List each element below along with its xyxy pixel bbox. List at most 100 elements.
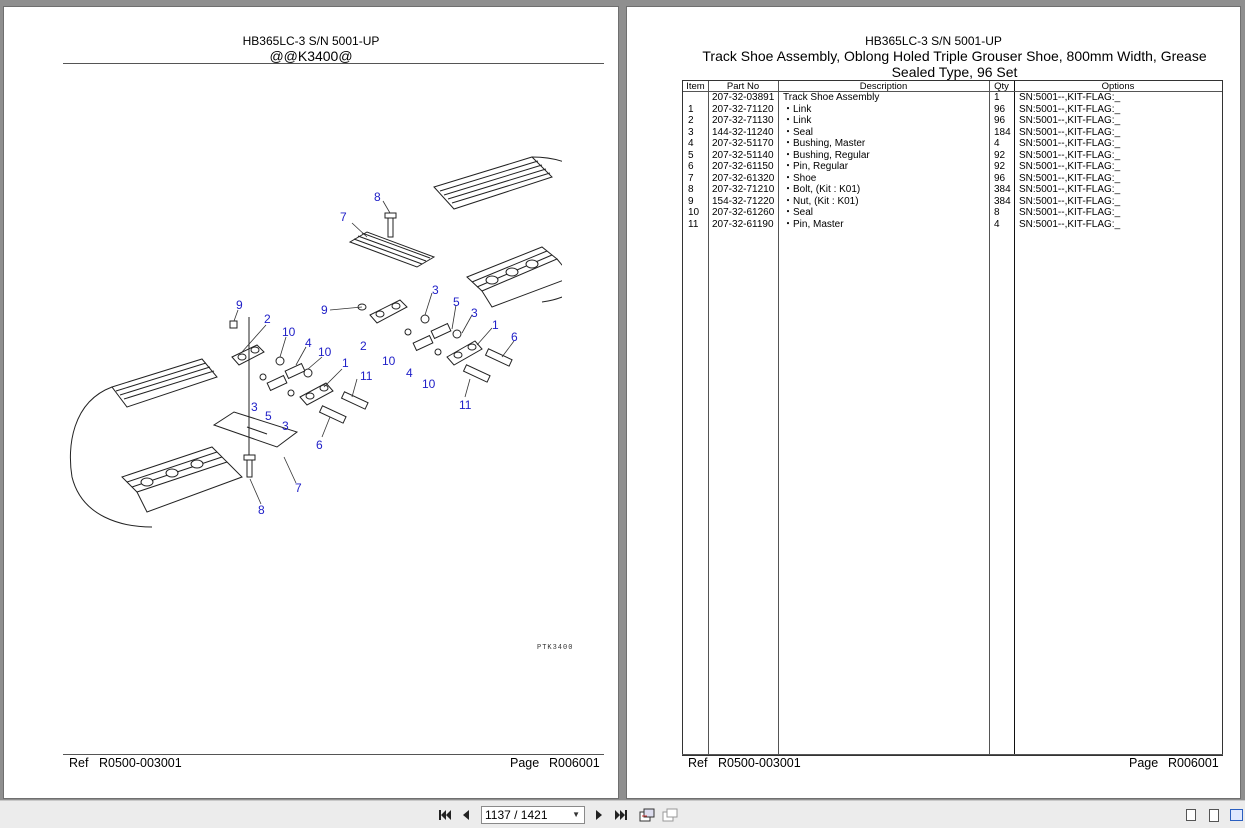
first-page-icon[interactable] <box>437 808 453 822</box>
ref-value: R0500-003001 <box>99 756 182 770</box>
copy-icon[interactable] <box>662 808 678 822</box>
cell-description: ・Bolt, (Kit : K01) <box>783 184 861 195</box>
callout-4-left[interactable]: 4 <box>305 336 312 350</box>
assembly-title-line2: Sealed Type, 96 Set <box>891 64 1018 80</box>
callout-11-right[interactable]: 11 <box>459 398 472 412</box>
cell-part-no: 207-32-51170 <box>712 138 774 149</box>
track-shoe-drawing <box>433 156 553 210</box>
page-number-select[interactable]: 1137 / 1421 ▼ <box>481 806 585 824</box>
callout-7-top[interactable]: 7 <box>340 210 347 224</box>
cell-description: ・Link <box>783 103 812 115</box>
callout-8-bottom[interactable]: 8 <box>258 503 265 517</box>
callout-5-center[interactable]: 5 <box>453 295 460 309</box>
cell-item: 6 <box>688 161 694 172</box>
cell-part-no: 207-32-61260 <box>712 207 775 218</box>
cell-options: SN:5001--,KIT-FLAG:_ <box>1019 126 1121 138</box>
two-page-view-icon[interactable] <box>1230 809 1243 821</box>
callout-3-center[interactable]: 3 <box>432 283 439 297</box>
cell-options: SN:5001--,KIT-FLAG:_ <box>1019 172 1121 184</box>
callout-6-bottom[interactable]: 6 <box>316 438 323 452</box>
cell-options: SN:5001--,KIT-FLAG:_ <box>1019 92 1121 103</box>
callout-1-right[interactable]: 1 <box>492 318 499 332</box>
export-icon[interactable] <box>639 808 655 822</box>
callout-3-bottom-b[interactable]: 3 <box>282 419 289 433</box>
cell-item: 9 <box>688 195 694 207</box>
cell-part-no: 144-32-11240 <box>712 126 774 138</box>
continuous-view-icon[interactable] <box>1209 809 1219 822</box>
callout-7-bottom[interactable]: 7 <box>295 481 302 495</box>
parts-table: Item Part No Description Qty Options 207… <box>682 80 1223 756</box>
chevron-down-icon: ▼ <box>572 810 580 819</box>
cell-options: SN:5001--,KIT-FLAG:_ <box>1019 103 1121 115</box>
table-row[interactable]: 3 144-32-11240 ・Seal 184 SN:5001--,KIT-FLAG:… <box>683 127 1222 139</box>
callout-10-center[interactable]: 10 <box>382 354 396 368</box>
callout-8-top[interactable]: 8 <box>374 190 381 204</box>
cell-description: ・Seal <box>783 126 814 138</box>
page-model-title: HB365LC-3 S/N 5001-UP <box>242 34 380 48</box>
cell-item: 3 <box>688 126 694 138</box>
exploded-parts-diagram: 8 7 9 2 9 10 4 10 1 3 5 3 1 6 2 10 4 10 … <box>69 156 562 528</box>
prev-page-icon[interactable] <box>458 808 474 822</box>
figure-reference-code: PTK3400 <box>537 644 574 652</box>
callout-2-left[interactable]: 2 <box>264 312 271 326</box>
callout-3-bottom[interactable]: 3 <box>251 400 258 414</box>
next-page-icon[interactable] <box>591 808 607 822</box>
cell-description: ・Bushing, Regular <box>783 149 870 161</box>
callout-9-center[interactable]: 9 <box>321 303 328 317</box>
cell-item: 2 <box>688 115 694 126</box>
ref-label: Ref <box>69 756 89 770</box>
page-value: R006001 <box>549 756 600 770</box>
cell-description: Track Shoe Assembly <box>783 92 880 103</box>
cell-description: ・Seal <box>783 207 814 218</box>
callout-3-center-b[interactable]: 3 <box>471 306 478 320</box>
cell-item: 10 <box>688 207 700 218</box>
callout-11-left[interactable]: 11 <box>360 369 373 383</box>
cell-item: 1 <box>688 103 694 115</box>
callout-2-center[interactable]: 2 <box>360 339 367 353</box>
cell-description: ・Link <box>783 115 812 126</box>
last-page-icon[interactable] <box>613 808 629 822</box>
cell-options: SN:5001--,KIT-FLAG:_ <box>1019 161 1121 172</box>
cell-options: SN:5001--,KIT-FLAG:_ <box>1019 195 1121 207</box>
callout-6-right[interactable]: 6 <box>511 330 518 344</box>
callout-5-bottom[interactable]: 5 <box>265 409 272 423</box>
figure-code: @@K3400@ <box>269 48 353 64</box>
cell-qty: 96 <box>994 115 1006 126</box>
cell-qty: 4 <box>994 138 1000 149</box>
assembly-title-line1: Track Shoe Assembly, Oblong Holed Triple… <box>702 48 1207 64</box>
single-page-view-icon[interactable] <box>1186 809 1196 821</box>
page-model-title: HB365LC-3 S/N 5001-UP <box>865 34 1002 48</box>
callout-10-left[interactable]: 10 <box>282 325 296 339</box>
cell-qty: 4 <box>994 218 1000 230</box>
cell-part-no: 207-32-61190 <box>712 218 774 230</box>
cell-part-no: 207-32-61150 <box>712 161 774 172</box>
callout-10-left-b[interactable]: 10 <box>318 345 332 359</box>
header-qty: Qty <box>994 81 1009 92</box>
callout-9-left[interactable]: 9 <box>236 298 243 312</box>
cell-description: ・Pin, Master <box>783 218 844 230</box>
cell-part-no: 207-32-71130 <box>712 115 774 126</box>
cell-description: ・Nut, (Kit : K01) <box>783 195 859 207</box>
cell-qty: 184 <box>994 126 1011 138</box>
parts-list-page: HB365LC-3 S/N 5001-UP Track Shoe Assembl… <box>627 7 1240 798</box>
cell-qty: 8 <box>994 207 1000 218</box>
callout-4-center[interactable]: 4 <box>406 366 413 380</box>
footer-rule <box>63 754 604 755</box>
page-label: Page <box>1129 756 1159 770</box>
callout-10-center-b[interactable]: 10 <box>422 377 436 391</box>
cell-options: SN:5001--,KIT-FLAG:_ <box>1019 149 1121 161</box>
callout-1-left[interactable]: 1 <box>342 356 349 370</box>
viewer-toolbar: 1137 / 1421 ▼ <box>0 800 1245 828</box>
page-indicator: 1137 / 1421 <box>485 808 548 822</box>
